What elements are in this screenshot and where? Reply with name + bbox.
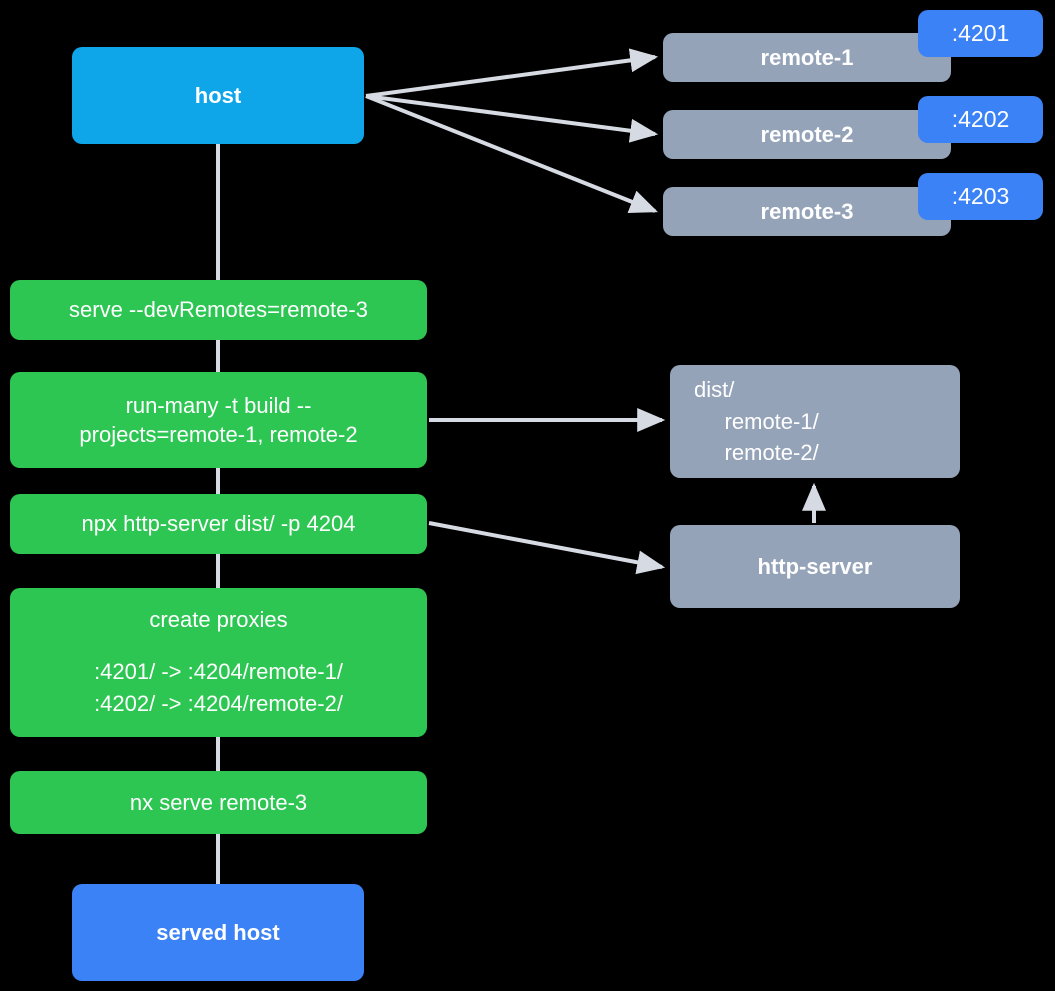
node-command-nx-serve-remote-3-label: nx serve remote-3 bbox=[129, 789, 308, 815]
node-command-serve-devremotes-label: serve --devRemotes=remote-3 bbox=[69, 297, 368, 323]
node-create-proxies[interactable]: create proxies :4201/ -> :4204/remote-1/… bbox=[10, 588, 427, 737]
node-http-server-label: http-server bbox=[757, 553, 873, 579]
connector-proxies-to-nxserve bbox=[216, 735, 220, 771]
node-command-run-many-build[interactable]: run-many -t build -- projects=remote-1, … bbox=[10, 372, 427, 468]
connector-host-to-serve bbox=[216, 140, 220, 280]
node-remote-2-label: remote-2 bbox=[760, 121, 854, 147]
edge-host-to-remote-2 bbox=[365, 94, 659, 143]
badge-remote-3-port-label: :4203 bbox=[951, 183, 1010, 209]
connector-nxserve-to-served bbox=[216, 833, 220, 887]
connector-npx-to-proxies bbox=[216, 552, 220, 590]
badge-remote-1-port: :4201 bbox=[918, 10, 1043, 57]
badge-remote-2-port-label: :4202 bbox=[951, 106, 1010, 132]
node-served-host-label: served host bbox=[156, 919, 280, 945]
node-command-serve-devremotes[interactable]: serve --devRemotes=remote-3 bbox=[10, 280, 427, 340]
node-remote-3-label: remote-3 bbox=[760, 198, 854, 224]
connector-serve-to-runmany bbox=[216, 338, 220, 374]
edge-npx-to-http-server bbox=[428, 521, 666, 575]
node-host[interactable]: host bbox=[72, 47, 364, 144]
node-host-label: host bbox=[194, 82, 242, 108]
node-http-server[interactable]: http-server bbox=[670, 525, 960, 608]
node-remote-3[interactable]: remote-3 bbox=[663, 187, 951, 236]
edge-host-to-remote-1 bbox=[365, 48, 659, 98]
node-command-nx-serve-remote-3[interactable]: nx serve remote-3 bbox=[10, 771, 427, 834]
badge-remote-3-port: :4203 bbox=[918, 173, 1043, 220]
connector-runmany-to-npx bbox=[216, 466, 220, 498]
node-create-proxies-title: create proxies bbox=[149, 607, 288, 633]
node-dist-folder[interactable]: dist/ remote-1/ remote-2/ bbox=[670, 365, 960, 478]
node-command-npx-http-server-label: npx http-server dist/ -p 4204 bbox=[81, 511, 356, 537]
node-command-run-many-build-label: run-many -t build -- projects=remote-1, … bbox=[79, 392, 358, 447]
badge-remote-2-port: :4202 bbox=[918, 96, 1043, 143]
node-served-host[interactable]: served host bbox=[72, 884, 364, 981]
node-dist-folder-label: dist/ remote-1/ remote-2/ bbox=[694, 376, 819, 466]
node-command-npx-http-server[interactable]: npx http-server dist/ -p 4204 bbox=[10, 494, 427, 554]
node-remote-1[interactable]: remote-1 bbox=[663, 33, 951, 82]
badge-remote-1-port-label: :4201 bbox=[951, 20, 1010, 46]
node-create-proxies-mappings: :4201/ -> :4204/remote-1/ :4202/ -> :420… bbox=[94, 659, 343, 717]
node-remote-2[interactable]: remote-2 bbox=[663, 110, 951, 159]
edge-host-to-remote-3 bbox=[365, 94, 658, 213]
node-remote-1-label: remote-1 bbox=[760, 44, 854, 70]
